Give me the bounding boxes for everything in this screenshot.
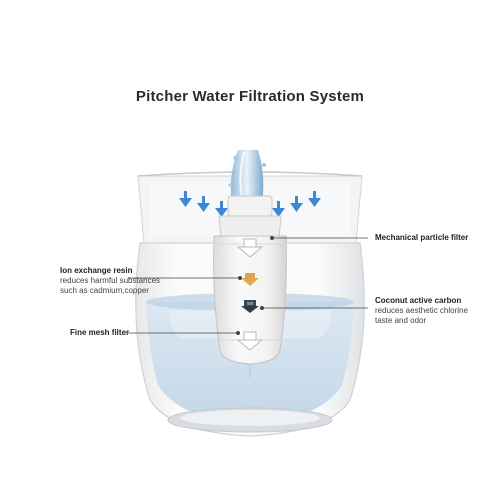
- arrow-down-icon: [308, 191, 321, 207]
- arrow-down-icon: [179, 191, 192, 207]
- page-title: Pitcher Water Filtration System: [135, 88, 365, 105]
- leader-lines: [128, 235, 368, 335]
- arrow-down-icon: [215, 201, 228, 217]
- ion-exchange-icon: [241, 273, 259, 286]
- label-ion-exchange: Ion exchange resin reduces harmful subst…: [60, 266, 161, 295]
- flow-arrows: [179, 191, 321, 217]
- arrow-down-icon: [272, 201, 285, 217]
- label-mechanical-filter: Mechanical particle filter: [375, 233, 469, 242]
- filter-cartridge: [213, 195, 287, 378]
- cartridge-arrow-bottom-icon: [236, 331, 264, 351]
- label-fine-mesh-filter: Fine mesh filter: [70, 328, 130, 337]
- arrow-down-icon: [197, 196, 210, 212]
- arrow-down-icon: [290, 196, 303, 212]
- carbon-icon: [241, 300, 259, 313]
- cartridge-arrow-top-icon: [236, 238, 264, 258]
- label-coconut-carbon: Coconut active carbon reduces aesthetic …: [375, 296, 468, 325]
